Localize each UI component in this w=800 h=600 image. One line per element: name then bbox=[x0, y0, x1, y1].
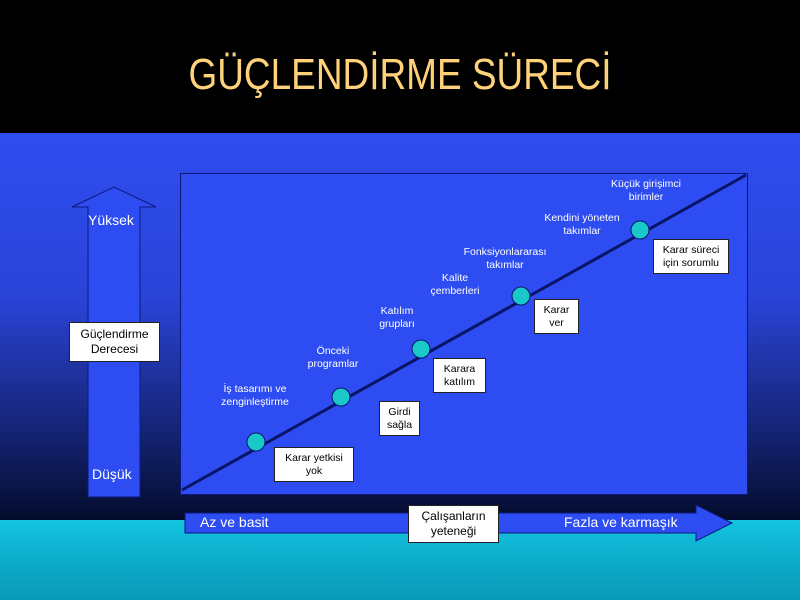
stage-label-5: Fonksiyonlararası takımlar bbox=[463, 246, 547, 271]
y-axis-box: Güçlendirme Derecesi bbox=[69, 322, 160, 362]
x-axis-right-label: Fazla ve karmaşık bbox=[564, 514, 678, 530]
stage-label-1: İş tasarımı ve zenginleştirme bbox=[221, 383, 289, 408]
header-band bbox=[0, 0, 800, 133]
node-circle-1 bbox=[246, 432, 266, 452]
node-circle-3 bbox=[411, 339, 431, 359]
stage-box-3: Karara katılım bbox=[433, 358, 486, 393]
stage-label-2: Önceki programlar bbox=[307, 345, 359, 370]
y-axis-bottom-label: Düşük bbox=[92, 466, 132, 482]
diagonal-line bbox=[181, 173, 747, 492]
stage-label-6: Kendini yöneten takımlar bbox=[544, 212, 620, 237]
slide-title: GÜÇLENDİRME SÜRECİ bbox=[188, 50, 612, 99]
stage-label-4: Kalite çemberleri bbox=[430, 272, 480, 297]
node-circle-2 bbox=[331, 387, 351, 407]
y-axis-top-label: Yüksek bbox=[88, 212, 134, 228]
stage-box-2: Girdi sağla bbox=[379, 401, 420, 436]
node-circle-5 bbox=[630, 220, 650, 240]
stage-box-1: Karar yetkisi yok bbox=[274, 447, 354, 482]
stage-label-7: Küçük girişimci birimler bbox=[610, 178, 681, 203]
stage-label-3: Katılım grupları bbox=[379, 305, 415, 330]
stage-box-6: Karar süreci için sorumlu bbox=[653, 239, 729, 274]
stage-box-4: Karar ver bbox=[534, 299, 579, 334]
x-axis-left-label: Az ve basit bbox=[200, 514, 269, 530]
node-circle-4 bbox=[511, 286, 531, 306]
x-axis-box: Çalışanların yeteneği bbox=[408, 505, 499, 543]
